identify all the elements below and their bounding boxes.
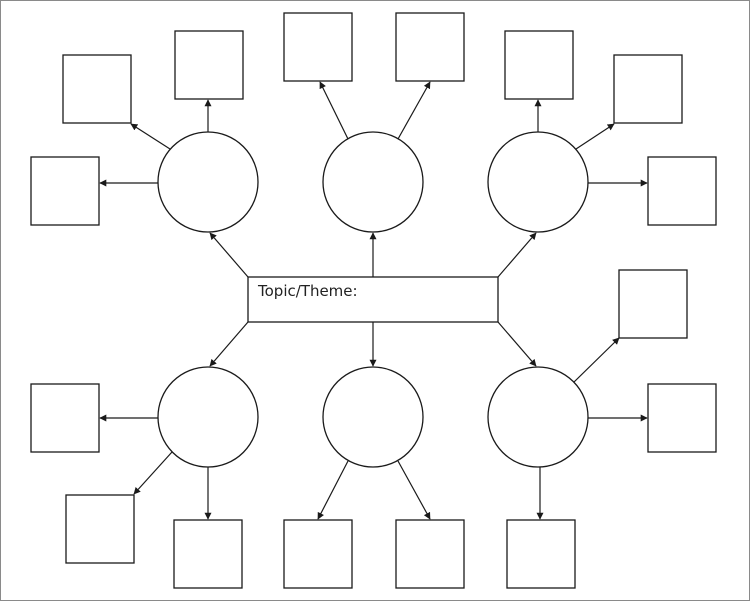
arrow-topic-to-hub-tl <box>209 232 249 278</box>
detail-box-bc-2[interactable] <box>395 519 465 589</box>
arrow-hub-br-to-box-1 <box>573 337 620 383</box>
arrow-topic-to-hub-bl <box>209 321 249 367</box>
hub-circle-top-center[interactable] <box>322 131 424 233</box>
hub-circle-bottom-right[interactable] <box>487 366 589 468</box>
hub-circle-top-right[interactable] <box>487 131 589 233</box>
arrow-topic-to-hub-br <box>497 321 537 367</box>
detail-box-tc-2[interactable] <box>395 12 465 82</box>
hub-circle-bottom-center[interactable] <box>322 366 424 468</box>
detail-box-bl-3[interactable] <box>173 519 243 589</box>
arrow-hub-bc-to-box-2 <box>397 460 431 520</box>
arrow-topic-to-hub-tr <box>497 232 537 278</box>
hub-circle-top-left[interactable] <box>157 131 259 233</box>
detail-box-tr-1[interactable] <box>504 30 574 100</box>
detail-box-tr-2[interactable] <box>613 54 683 124</box>
arrow-hub-tl-to-box-1 <box>130 123 171 150</box>
detail-box-br-2[interactable] <box>647 383 717 453</box>
detail-box-br-3[interactable] <box>506 519 576 589</box>
arrow-hub-tc-to-box-1 <box>319 81 349 140</box>
detail-box-bl-2[interactable] <box>65 494 135 564</box>
hub-circle-bottom-left[interactable] <box>157 366 259 468</box>
detail-box-bl-1[interactable] <box>30 383 100 453</box>
detail-box-tr-3[interactable] <box>647 156 717 226</box>
detail-box-tl-1[interactable] <box>62 54 132 124</box>
arrow-hub-bc-to-box-1 <box>317 460 349 520</box>
detail-box-br-1[interactable] <box>618 269 688 339</box>
detail-box-tl-2[interactable] <box>174 30 244 100</box>
arrow-hub-bl-to-box-2 <box>133 451 173 495</box>
detail-box-tc-1[interactable] <box>283 12 353 82</box>
detail-box-bc-1[interactable] <box>283 519 353 589</box>
topic-label: Topic/Theme: <box>257 282 358 300</box>
arrow-hub-tr-to-box-2 <box>575 123 615 150</box>
detail-box-tl-3[interactable] <box>30 156 100 226</box>
arrow-hub-tc-to-box-2 <box>397 81 431 140</box>
